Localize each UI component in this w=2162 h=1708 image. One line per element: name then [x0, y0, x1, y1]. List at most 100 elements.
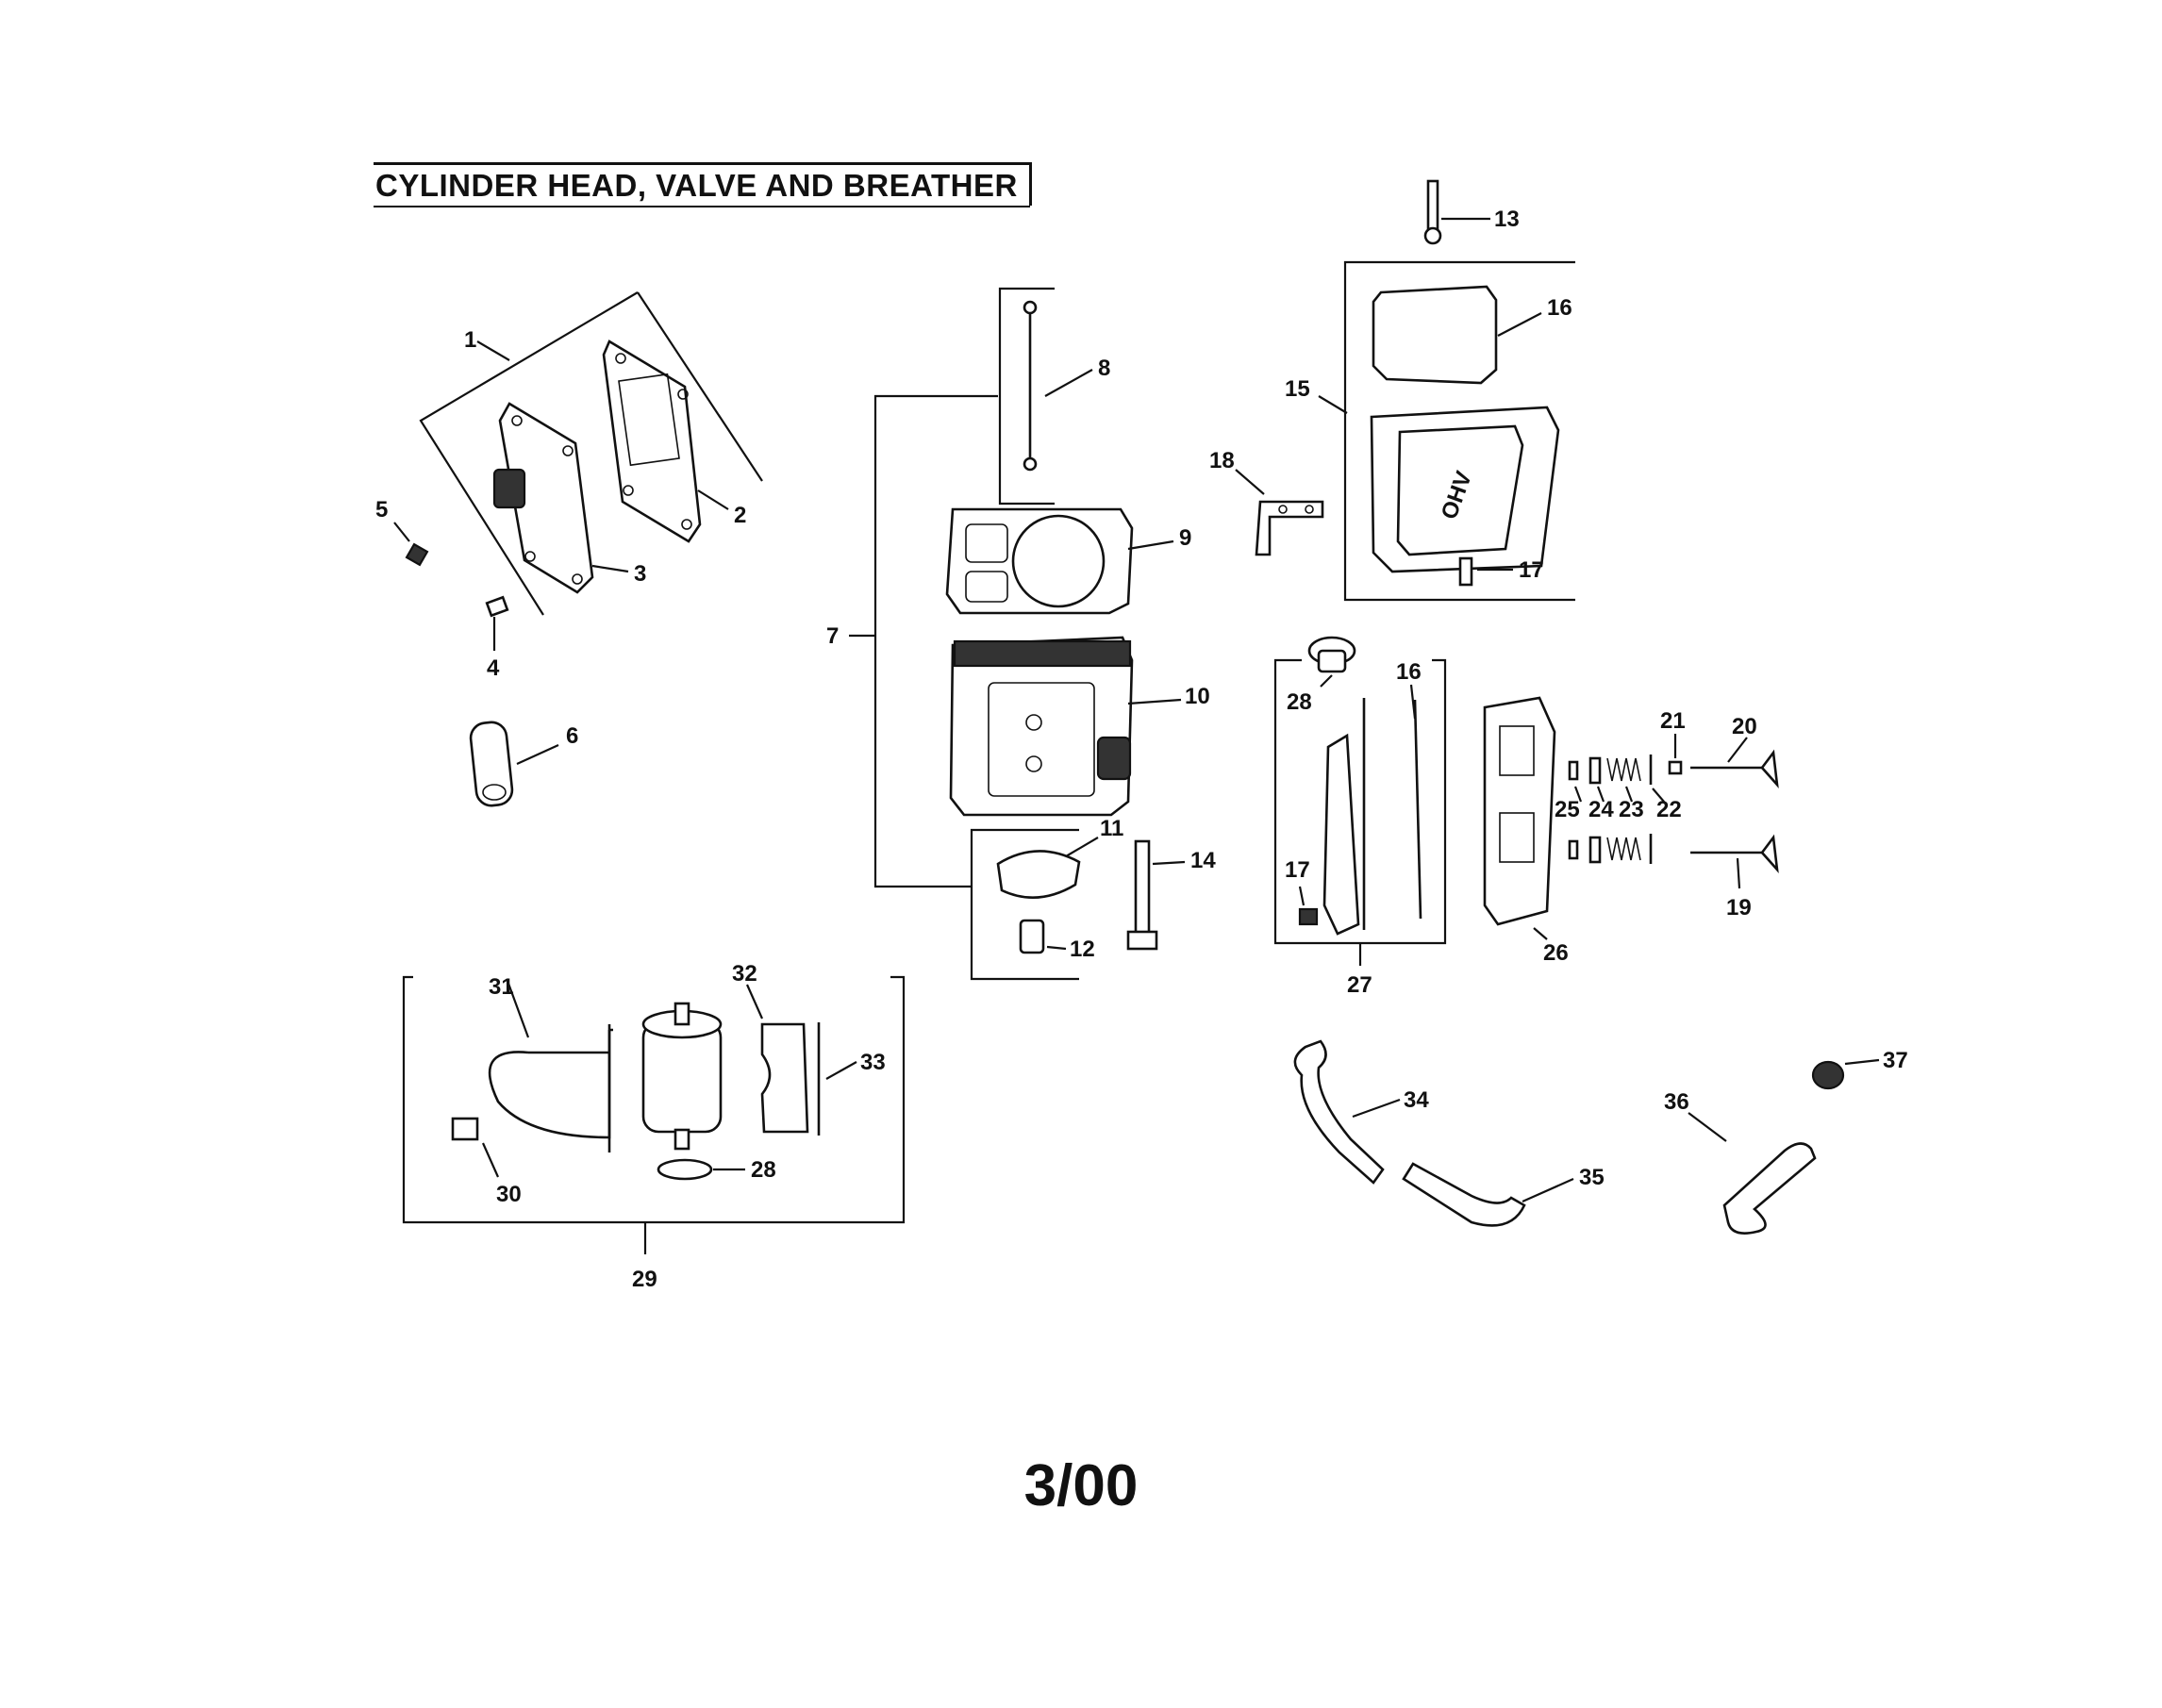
leader-10 [1127, 698, 1182, 705]
leader-23 [1624, 786, 1634, 803]
callout-5: 5 [375, 497, 388, 522]
part-10-fins [953, 639, 1132, 668]
leader-32 [745, 984, 764, 1020]
leader-25 [1573, 786, 1583, 803]
leader-17b [1298, 886, 1306, 906]
leader-35 [1522, 1177, 1574, 1203]
callout-35: 35 [1579, 1165, 1605, 1190]
callout-16b: 16 [1396, 659, 1422, 685]
callout-1: 1 [464, 327, 476, 353]
leader-28a [1320, 674, 1333, 688]
callout-11: 11 [1100, 816, 1123, 841]
leader-1 [476, 340, 510, 361]
callout-14: 14 [1190, 848, 1216, 873]
callout-24: 24 [1588, 797, 1614, 822]
valve-train-group [1273, 636, 1779, 966]
part-20-valve-head [1760, 749, 1779, 788]
callout-28a: 28 [1287, 689, 1312, 715]
leader-2 [697, 489, 729, 510]
leader-30 [481, 1142, 500, 1178]
leader-24 [1596, 786, 1605, 803]
callout-34: 34 [1404, 1087, 1429, 1113]
part-6-breather-tube [469, 721, 514, 807]
callout-22: 22 [1656, 797, 1682, 822]
part-14-bolt [1134, 839, 1151, 937]
part-9-bore [1011, 514, 1106, 608]
part-32-clamp [760, 1022, 809, 1134]
callout-4: 4 [487, 655, 500, 681]
callout-21: 21 [1660, 708, 1686, 734]
part-13-bolt [1426, 179, 1439, 232]
leader-37 [1844, 1058, 1880, 1066]
callout-28b: 28 [751, 1157, 776, 1183]
leader-6 [516, 743, 559, 766]
leader-11 [1065, 837, 1099, 857]
leader-15 [1318, 395, 1348, 414]
part-2-window [618, 373, 680, 467]
breather-cover-group [393, 291, 763, 807]
part-21-seal [1668, 760, 1683, 775]
callout-6: 6 [566, 723, 578, 749]
callout-17a: 17 [1519, 557, 1544, 583]
part-3-boss [492, 468, 526, 509]
callout-27: 27 [1347, 972, 1372, 998]
part-16b-gasket-strip [1413, 699, 1422, 920]
part-17b-screw [1298, 907, 1319, 926]
callout-15: 15 [1285, 376, 1310, 402]
callout-20: 20 [1732, 714, 1757, 739]
part-11-rocker-cover [996, 850, 1081, 899]
part-35-hose [1402, 1162, 1526, 1227]
part-18-bracket [1255, 500, 1324, 556]
group-1-bracket-left [419, 291, 639, 616]
group-1-bracket-right [637, 291, 763, 482]
valve-cover-group: OHV [1235, 179, 1575, 602]
part-31-strap [488, 1028, 613, 1139]
title-frame [374, 162, 1032, 206]
callout-23: 23 [1619, 797, 1644, 822]
part-30-bolt [451, 1117, 479, 1141]
part-19-valve-head [1760, 834, 1779, 873]
part-5-nut [405, 542, 429, 567]
leader-12 [1046, 945, 1067, 951]
part-37-clamp [1811, 1060, 1845, 1090]
breather-tank-group [402, 975, 906, 1254]
callout-31: 31 [489, 974, 514, 1000]
callout-36: 36 [1664, 1089, 1689, 1115]
leader-31 [506, 980, 530, 1038]
part-24-cap-2 [1588, 836, 1602, 864]
callout-9: 9 [1179, 525, 1191, 551]
part-3-breather-cover [498, 402, 594, 594]
part-34-hose [1293, 1039, 1385, 1185]
group-15-frame [1343, 260, 1575, 602]
callout-13: 13 [1494, 207, 1520, 232]
part-26-head-side [1483, 696, 1556, 926]
callout-26: 26 [1543, 940, 1569, 966]
part-29-tank [641, 1020, 723, 1134]
part-17-screw [1458, 556, 1473, 587]
leader-8 [1044, 369, 1093, 397]
leader-3 [591, 564, 629, 573]
part-27-breather-plate [1322, 733, 1360, 936]
callout-30: 30 [496, 1182, 522, 1207]
callout-29: 29 [632, 1267, 657, 1292]
callout-10: 10 [1185, 684, 1210, 709]
diagram-title: CYLINDER HEAD, VALVE AND BREATHER [375, 168, 1018, 203]
group-7-bracket [873, 394, 998, 888]
group-29-frame [402, 975, 906, 1224]
leader-36 [1688, 1112, 1727, 1142]
callout-18: 18 [1209, 448, 1235, 473]
part-14-bolt-head [1126, 930, 1158, 951]
part-12-stud [1019, 919, 1045, 954]
cylinder-head-group [849, 287, 1186, 981]
callout-labels: 1 2 3 4 5 6 7 8 9 10 11 12 13 14 15 16 1… [375, 207, 1908, 1292]
leader-20 [1727, 737, 1748, 763]
part-24-cap-1 [1588, 756, 1602, 785]
date-code: 3/00 [1023, 1453, 1139, 1518]
callout-7: 7 [826, 623, 839, 649]
part-11-frame [970, 828, 1079, 981]
callout-12: 12 [1070, 937, 1095, 962]
part-23-spring-2 [1606, 837, 1641, 861]
title-underline [374, 206, 1030, 207]
